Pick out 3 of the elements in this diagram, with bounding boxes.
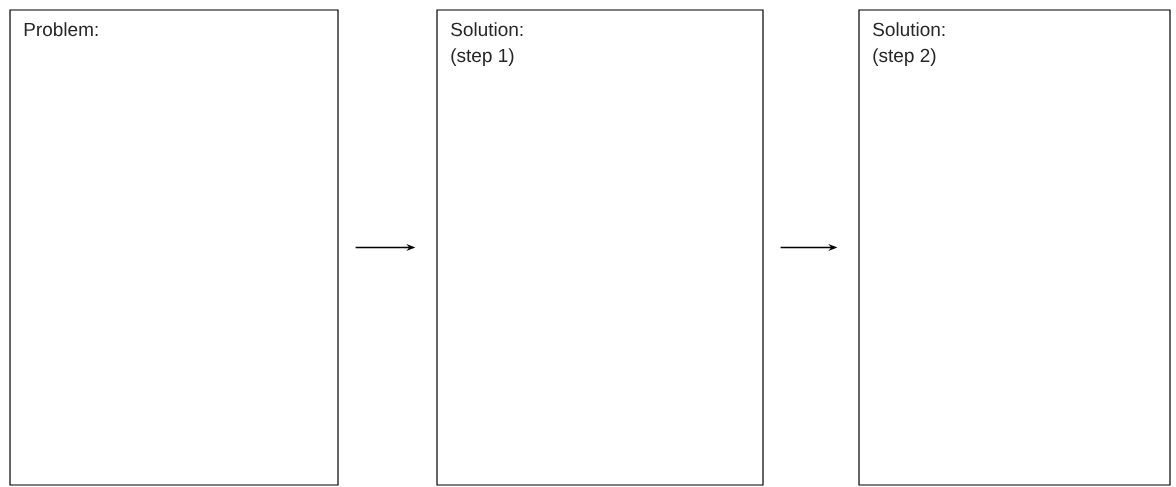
panel-box: Problem: [9, 9, 339, 486]
panel-box: Solution: (step 2) [858, 9, 1171, 486]
panel-box: Solution: (step 1) [436, 9, 764, 486]
